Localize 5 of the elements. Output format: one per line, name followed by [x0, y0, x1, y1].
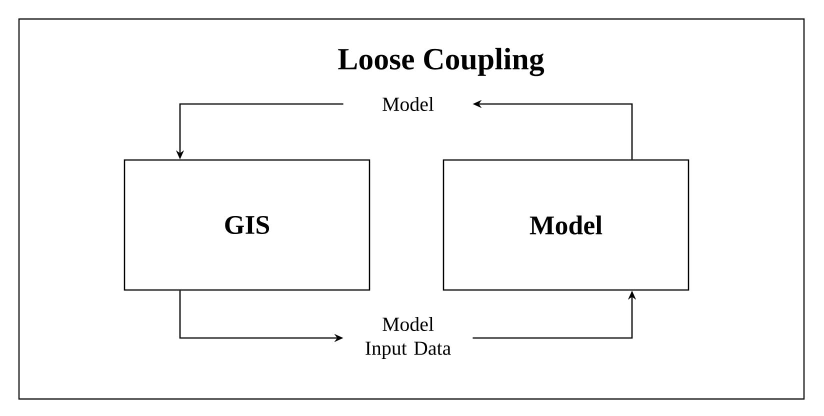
flow-label: Model Input Data: [366, 317, 451, 359]
process-box: Model: [442, 159, 690, 291]
flow-label: Model: [382, 96, 434, 111]
process-box: GIS: [124, 159, 370, 291]
title: Loose Coupling: [338, 48, 544, 76]
